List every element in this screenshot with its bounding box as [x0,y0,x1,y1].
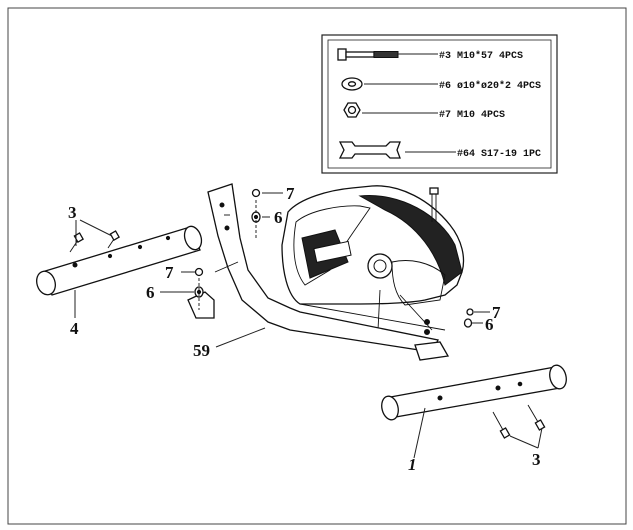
page-border [7,7,627,525]
front-stabilizer-tube [381,364,567,421]
callout-tube-rear: 4 [70,319,79,338]
legend-item-bolt: #3 M10*57 4PCS [439,50,523,62]
legend-item-nut: #7 M10 4PCS [439,110,505,121]
callout-nut-right: 7 [492,303,501,322]
washer-icon [341,77,363,91]
callout-bolt-right: 3 [532,450,541,469]
legend-inner-box [327,39,552,169]
wrench-icon [338,141,401,159]
hardware-top [251,188,261,240]
hardware-right [424,308,474,335]
leader-lines [74,192,543,459]
callout-nut-mid: 7 [165,263,174,282]
callout-nut-top: 7 [286,184,295,203]
legend-item-wrench: #64 S17-19 1PC [457,149,541,160]
hardware-legend: #3 M10*57 4PCS #6 ø10*ø20*2 4PCS #7 M10 … [321,34,558,174]
callout-washer-top: 6 [274,208,283,227]
nut-icon [343,102,361,118]
legend-item-washer: #6 ø10*ø20*2 4PCS [439,80,541,92]
rear-bolts [69,230,120,253]
front-bolts [492,404,546,439]
callout-bolt-left: 3 [68,203,77,222]
callout-tube-front: 1 [408,455,417,474]
callout-washer-right: 6 [485,315,494,334]
hardware-mid [194,267,204,310]
callout-washer-mid: 6 [146,283,155,302]
flywheel-housing [281,185,465,331]
rear-stabilizer-tube [36,225,203,296]
callout-frame: 59 [193,341,210,360]
